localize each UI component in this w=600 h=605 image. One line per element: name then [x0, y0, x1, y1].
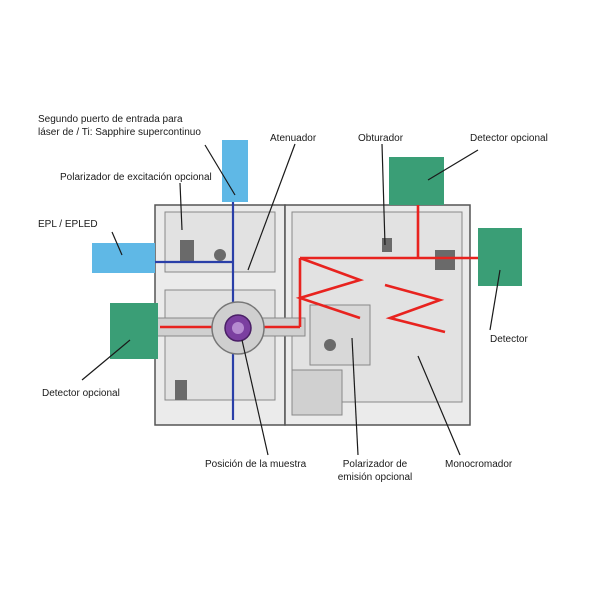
- leader-optional-detector-top: [427, 149, 479, 181]
- label-sample-position: Posición de la muestra: [205, 459, 307, 470]
- leader-monochromator: [417, 355, 461, 456]
- hardware-block-2: [180, 240, 194, 262]
- detector-box: [478, 228, 522, 286]
- hardware-details: [175, 238, 455, 400]
- label-emission-polarizer-line1: Polarizador de: [342, 459, 408, 470]
- leader-sample-position: [241, 339, 269, 456]
- emission-beam-zigzag-1: [295, 256, 365, 320]
- leader-emission-polarizer: [351, 337, 359, 456]
- leader-optional-detector-left: [81, 339, 131, 381]
- label-second-port-line2: láser de / Ti: Sapphire supercontinuo: [38, 127, 201, 138]
- leader-second-port: [204, 144, 236, 196]
- lower-block: [291, 369, 343, 416]
- emission-polarizer-housing: [309, 304, 371, 366]
- leader-detector: [489, 269, 501, 331]
- sample-core: [232, 322, 244, 334]
- epl-source-box: [92, 243, 155, 273]
- leader-shutter: [381, 143, 386, 246]
- optional-detector-top-box: [389, 157, 444, 205]
- hardware-block-4: [382, 238, 392, 252]
- hardware-knob-1: [214, 249, 226, 261]
- hardware-block-1: [175, 380, 187, 400]
- label-excitation-polarizer: Polarizador de excitación opcional: [60, 172, 212, 183]
- label-attenuator: Atenuador: [270, 133, 317, 144]
- emission-beam-zigzag-2: [384, 283, 446, 334]
- leader-attenuator: [247, 143, 296, 271]
- sample-holder: [211, 301, 265, 355]
- leader-lines: [81, 143, 501, 456]
- hardware-knob-2: [324, 339, 336, 351]
- hardware-block-3: [435, 250, 455, 270]
- label-optional-detector-top: Detector opcional: [470, 133, 548, 144]
- second-port-source-box: [222, 140, 248, 202]
- leader-epl: [111, 231, 123, 256]
- label-shutter: Obturador: [358, 133, 404, 144]
- label-monochromator: Monocromador: [445, 459, 513, 470]
- leader-excitation-polarizer: [179, 182, 183, 231]
- label-emission-polarizer-line2: emisión opcional: [337, 472, 413, 483]
- label-optional-detector-left: Detector opcional: [42, 388, 120, 399]
- label-second-port-line1: Segundo puerto de entrada para: [38, 114, 183, 125]
- label-epl-epled: EPL / EPLED: [38, 219, 98, 230]
- label-detector: Detector: [490, 334, 528, 345]
